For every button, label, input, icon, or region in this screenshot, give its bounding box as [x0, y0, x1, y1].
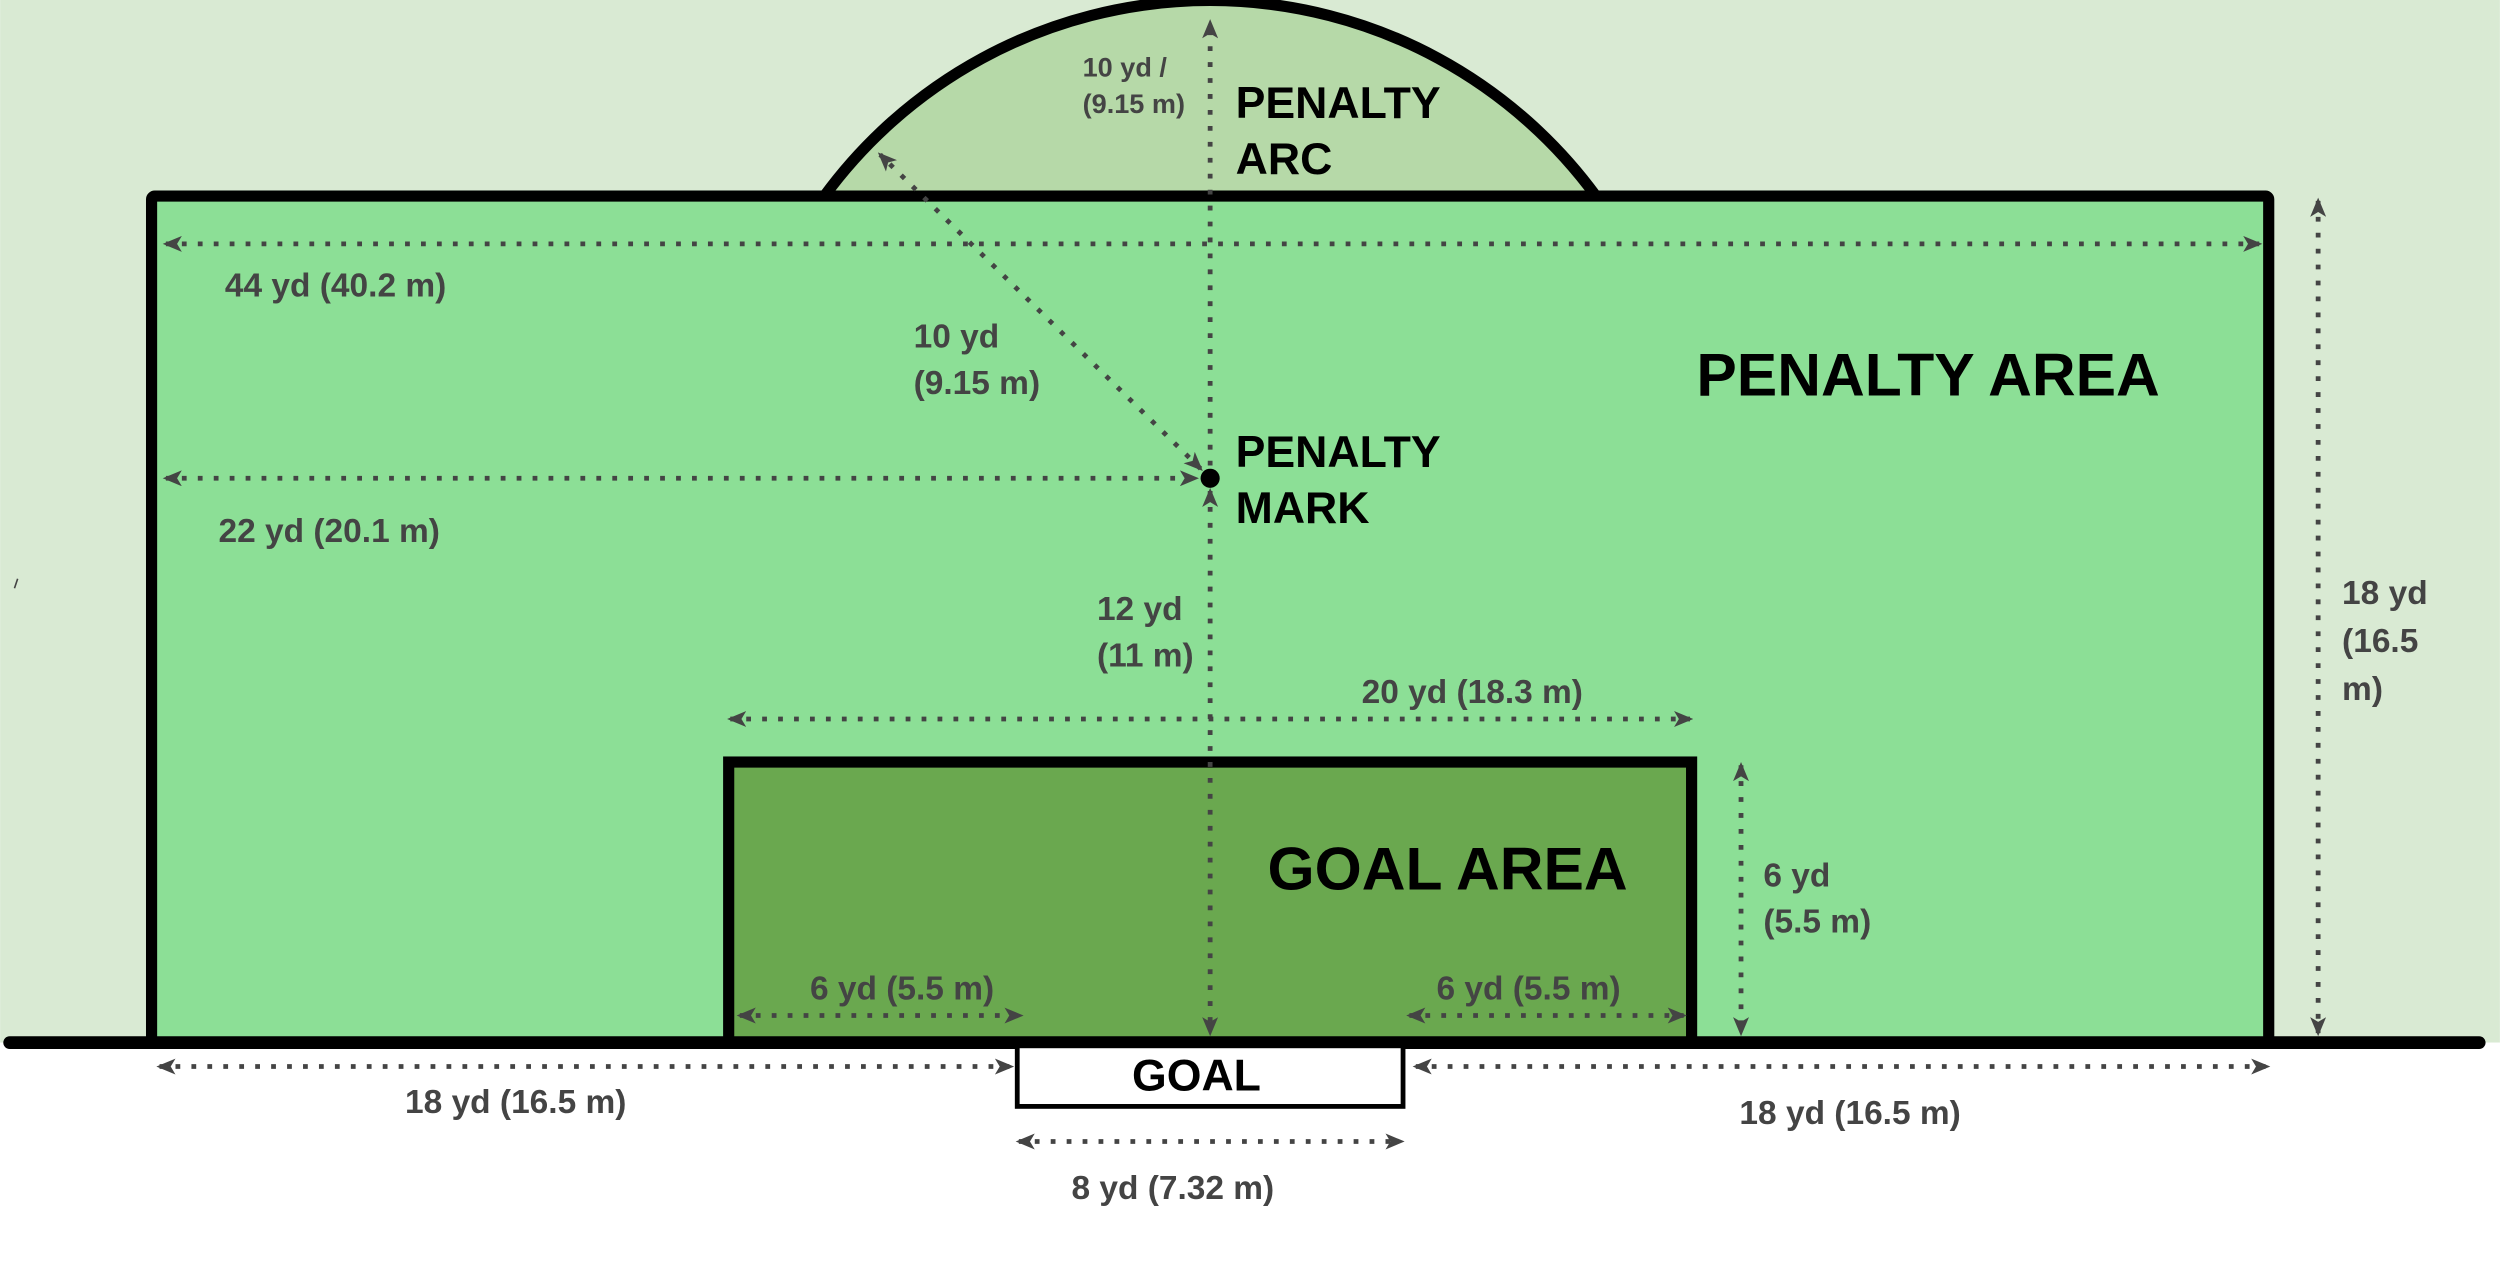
penalty-area-depth-label: 18 yd (16.5 m): [2342, 575, 2437, 708]
goal-area-side-right-label: 6 yd (5.5 m): [1437, 971, 1621, 1008]
goal-area-depth-label: 6 yd (5.5 m): [1763, 857, 1871, 940]
mark-to-arc-arrow: [877, 152, 1203, 471]
left-offset-label: 18 yd (16.5 m): [405, 1084, 626, 1121]
penalty-mark-dot: [1200, 468, 1220, 488]
goal-width-label: 8 yd (7.32 m): [1071, 1170, 1274, 1207]
penalty-area-label: PENALTY AREA: [1696, 340, 2159, 408]
goal-area-width-label: 20 yd (18.3 m): [1362, 674, 1583, 711]
goal: [1014, 1043, 1406, 1109]
penalty-arc-label: PENALTY ARC: [1236, 79, 1453, 184]
penalty-mark-label: PENALTY MARK: [1236, 428, 1453, 533]
goal-area-label: GOAL AREA: [1268, 835, 1628, 903]
goal-label: GOAL: [1132, 1051, 1261, 1100]
right-offset-label: 18 yd (16.5 m): [1739, 1095, 1960, 1132]
stray-mark: [13, 578, 19, 589]
mark-to-goal-line-label: 12 yd (11 m): [1097, 591, 1194, 674]
goal-area-side-left-label: 6 yd (5.5 m): [810, 971, 994, 1008]
mark-to-arc-label: 10 yd (9.15 m): [914, 319, 1040, 402]
penalty-area-width-label: 44 yd (40.2 m): [225, 268, 446, 305]
mark-to-side-label: 22 yd (20.1 m): [219, 513, 440, 550]
arc-radius-label: 10 yd / (9.15 m): [1083, 52, 1185, 120]
